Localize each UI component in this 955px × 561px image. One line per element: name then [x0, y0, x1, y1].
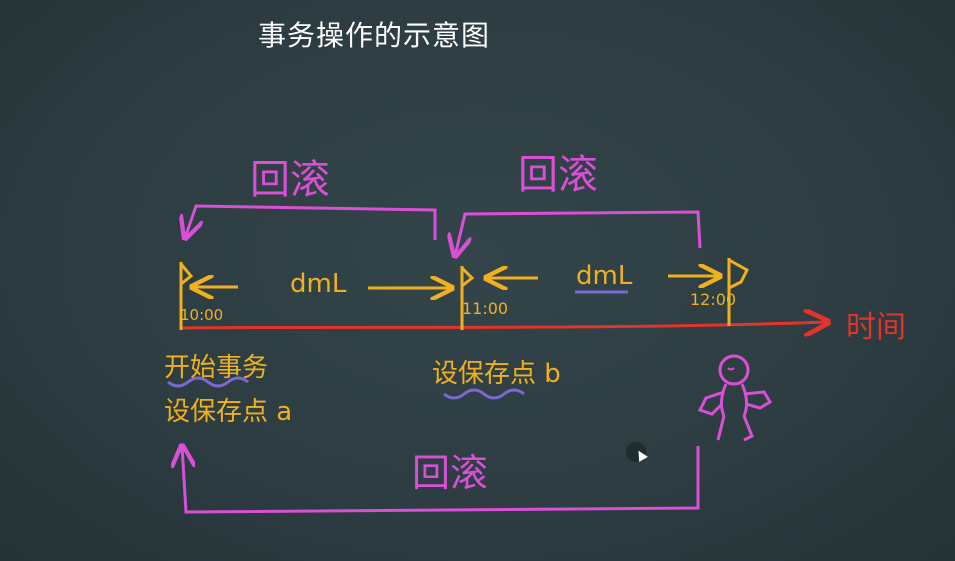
begin-transaction-label: 开始事务	[164, 353, 268, 383]
rollback-label-right: 回滚	[518, 152, 598, 198]
savepoint-a-label: 设保存点 a	[164, 397, 292, 427]
begin-transaction-underline	[167, 376, 249, 388]
flag-1100	[460, 266, 475, 330]
rollback-label-left: 回滚	[250, 157, 330, 203]
rollback-label-bottom: 回滚	[412, 451, 488, 495]
rollback-bracket-right	[455, 210, 702, 256]
person-icon	[697, 354, 773, 442]
time-axis-label: 时间	[846, 310, 906, 345]
dml-right-label: dmL	[576, 261, 633, 291]
rollback-bracket-bottom	[182, 446, 700, 514]
time-axis-line	[179, 322, 828, 328]
savepoint-b-underline	[443, 388, 525, 400]
time-label-1000: 10:00	[180, 306, 223, 324]
time-label-1100: 11:00	[462, 299, 508, 318]
cursor-highlight	[626, 442, 646, 462]
rollback-bracket-left	[185, 204, 437, 240]
savepoint-b-label: 设保存点 b	[432, 359, 561, 389]
page-title: 事务操作的示意图	[258, 19, 491, 52]
dml-left-label: dmL	[290, 269, 347, 299]
flag-1200	[727, 258, 749, 326]
time-label-1200: 12:00	[690, 290, 736, 309]
